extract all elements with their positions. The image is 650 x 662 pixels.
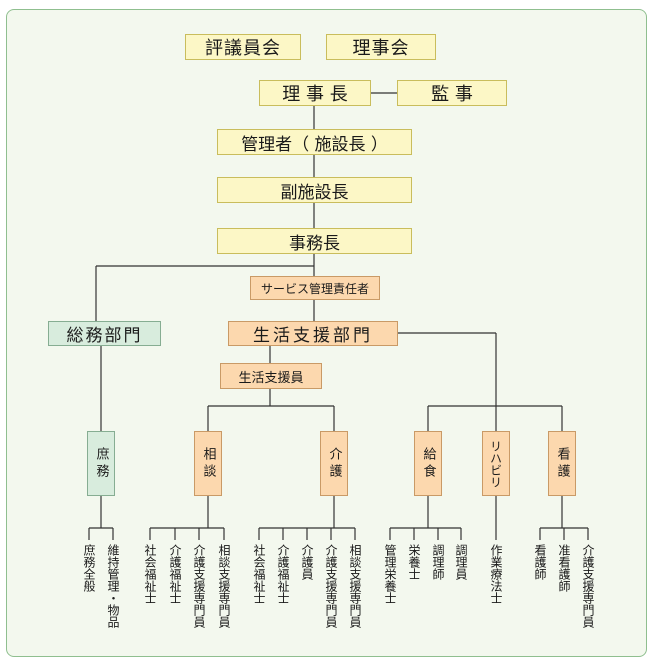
- life-support-staff-box: 生活支援員: [220, 363, 322, 389]
- general-affairs-box: 総務部門: [48, 321, 161, 346]
- section-kyushoku: 給食: [414, 431, 442, 496]
- manager-box: 管理者（ 施設長 ）: [217, 129, 412, 155]
- staff-shomu-1: 維持管理・物品: [106, 544, 120, 628]
- staff-sodan-3: 相談支援専門員: [217, 544, 231, 628]
- staff-kaigo-1: 介護福祉士: [276, 544, 290, 604]
- staff-kango-0: 看護師: [533, 544, 547, 580]
- office-director-box: 事務長: [217, 228, 412, 254]
- section-rehab: リハビリ: [482, 431, 510, 496]
- section-kaigo: 介護: [320, 431, 348, 496]
- auditor-box: 監 事: [397, 80, 507, 106]
- staff-kyushoku-0: 管理栄養士: [383, 544, 397, 604]
- staff-kango-1: 准看護師: [557, 544, 571, 592]
- staff-rehab-0: 作業療法士: [489, 544, 503, 604]
- board-box: 理事会: [326, 34, 436, 60]
- service-manager-box: サービス管理責任者: [250, 276, 380, 300]
- staff-sodan-0: 社会福祉士: [143, 544, 157, 604]
- staff-kango-2: 介護支援専門員: [581, 544, 595, 628]
- staff-kaigo-4: 相談支援専門員: [348, 544, 362, 628]
- section-kango: 看護: [548, 431, 576, 496]
- staff-kyushoku-2: 調理師: [431, 544, 445, 580]
- staff-sodan-1: 介護福祉士: [168, 544, 182, 604]
- life-support-box: 生活支援部門: [228, 321, 398, 346]
- staff-kyushoku-1: 栄養士: [407, 544, 421, 580]
- staff-kaigo-3: 介護支援専門員: [324, 544, 338, 628]
- staff-sodan-2: 介護支援専門員: [192, 544, 206, 628]
- section-shomu: 庶務: [87, 431, 115, 496]
- staff-shomu-0: 庶務全般: [82, 544, 96, 592]
- chairman-box: 理 事 長: [259, 80, 371, 106]
- vice-director-box: 副施設長: [217, 177, 412, 203]
- staff-kyushoku-3: 調理員: [454, 544, 468, 580]
- section-sodan: 相談: [194, 431, 222, 496]
- council-box: 評議員会: [185, 34, 301, 60]
- staff-kaigo-0: 社会福祉士: [252, 544, 266, 604]
- staff-kaigo-2: 介護員: [300, 544, 314, 580]
